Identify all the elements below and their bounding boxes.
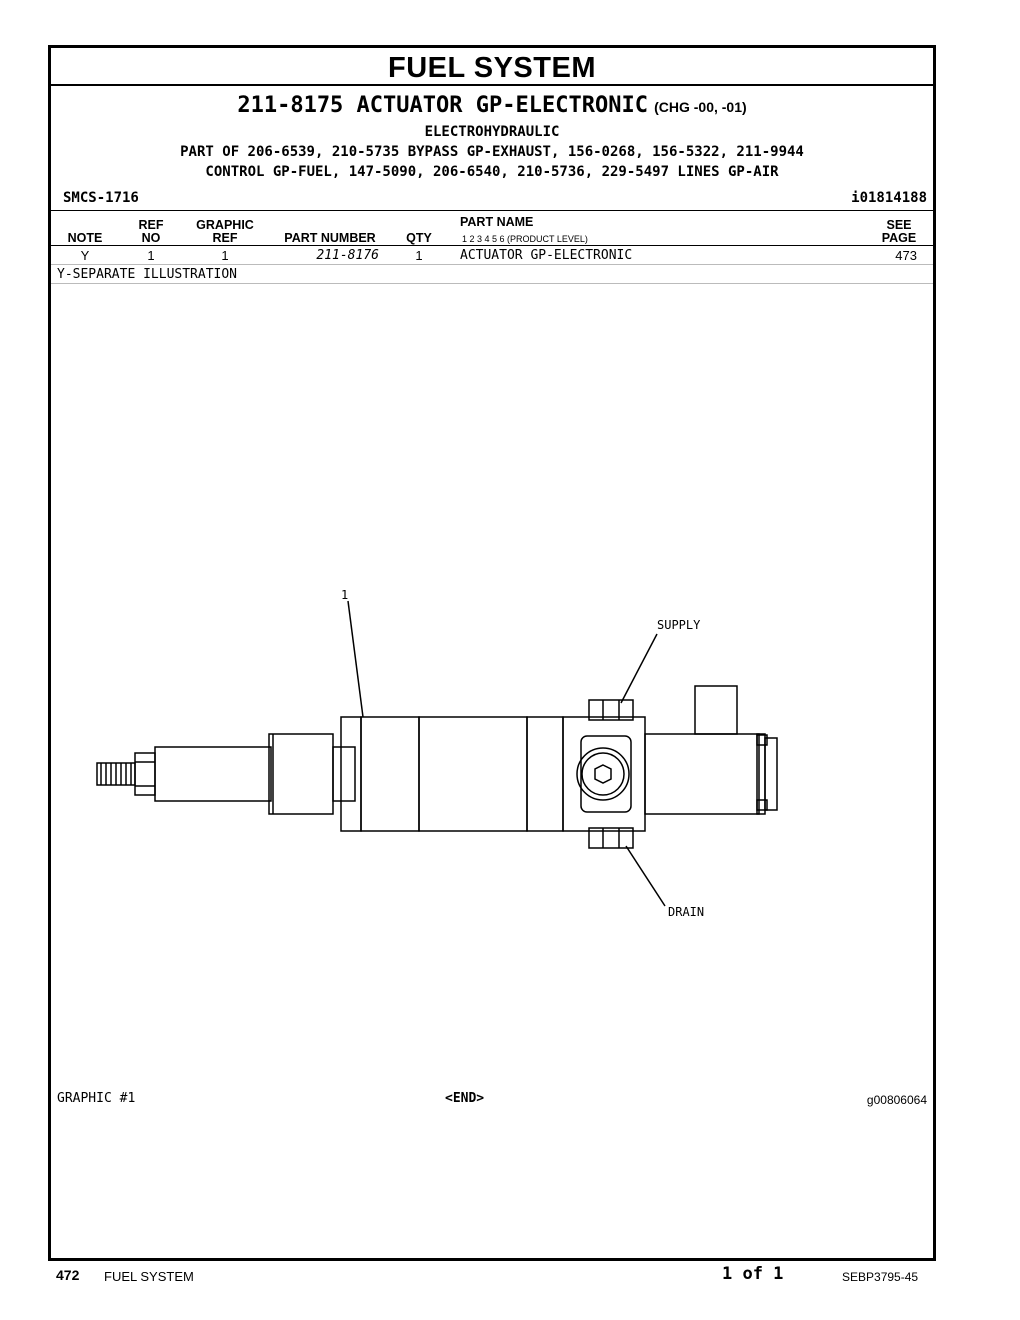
callout-1: 1 (341, 588, 348, 602)
header-qty: QTY (406, 231, 432, 245)
graphic-label: GRAPHIC #1 (57, 1091, 136, 1106)
part-of-line-1: PART OF 206-6539, 210-5735 BYPASS GP-EXH… (180, 144, 804, 160)
row-qty: 1 (415, 248, 423, 263)
footer-publication: SEBP3795-45 (842, 1270, 919, 1284)
title-divider (51, 84, 933, 86)
row-part-name: ACTUATOR GP-ELECTRONIC (460, 248, 633, 263)
header-see-page-top: SEE (886, 218, 912, 232)
header-graphic-ref-bottom: REF (212, 231, 238, 245)
actuator-illustration: 1 SUPPLY DRAIN (96, 588, 778, 919)
row-ref-no: 1 (147, 248, 155, 263)
table-header-rule (51, 245, 933, 246)
header-graphic-ref-top: GRAPHIC (196, 218, 254, 232)
supply-label: SUPPLY (657, 618, 701, 632)
table-footnote: Y-SEPARATE ILLUSTRATION (57, 267, 238, 282)
header-note: NOTE (67, 231, 103, 245)
drain-label: DRAIN (668, 905, 704, 919)
footnote-rule (51, 283, 933, 284)
header-product-levels: 1 2 3 4 5 6 (PRODUCT LEVEL) (462, 234, 588, 244)
header-see-page-bottom: PAGE (881, 231, 917, 245)
part-heading: 211-8175 ACTUATOR GP-ELECTRONIC (CHG -00… (51, 92, 933, 118)
header-divider (51, 210, 933, 211)
row-rule (51, 264, 933, 265)
part-of-line-2: CONTROL GP-FUEL, 147-5090, 206-6540, 210… (205, 164, 779, 180)
row-part-number: 211-8176 (316, 248, 379, 263)
page-frame: FUEL SYSTEM 211-8175 ACTUATOR GP-ELECTRO… (48, 45, 936, 1261)
header-ref-no-bottom: NO (141, 231, 161, 245)
header-part-number: PART NUMBER (284, 231, 376, 245)
end-marker: <END> (445, 1091, 485, 1106)
header-part-name: PART NAME (460, 215, 534, 229)
document-id: i01814188 (851, 190, 927, 206)
footer-page-number: 472 (56, 1267, 80, 1283)
graphic-id: g00806064 (866, 1093, 927, 1107)
row-graphic-ref: 1 (221, 248, 229, 263)
footer-section: FUEL SYSTEM (104, 1269, 194, 1284)
row-note: Y (80, 248, 90, 263)
section-title: FUEL SYSTEM (388, 52, 596, 84)
smcs-code: SMCS-1716 (63, 190, 139, 206)
subtitle: ELECTROHYDRAULIC (424, 124, 560, 140)
header-ref-no-top: REF (138, 218, 164, 232)
row-see-page: 473 (895, 248, 917, 263)
part-title: 211-8175 ACTUATOR GP-ELECTRONIC (237, 93, 648, 118)
change-note: (CHG -00, -01) (654, 99, 747, 115)
footer-page-of: 1 of 1 (722, 1264, 784, 1284)
